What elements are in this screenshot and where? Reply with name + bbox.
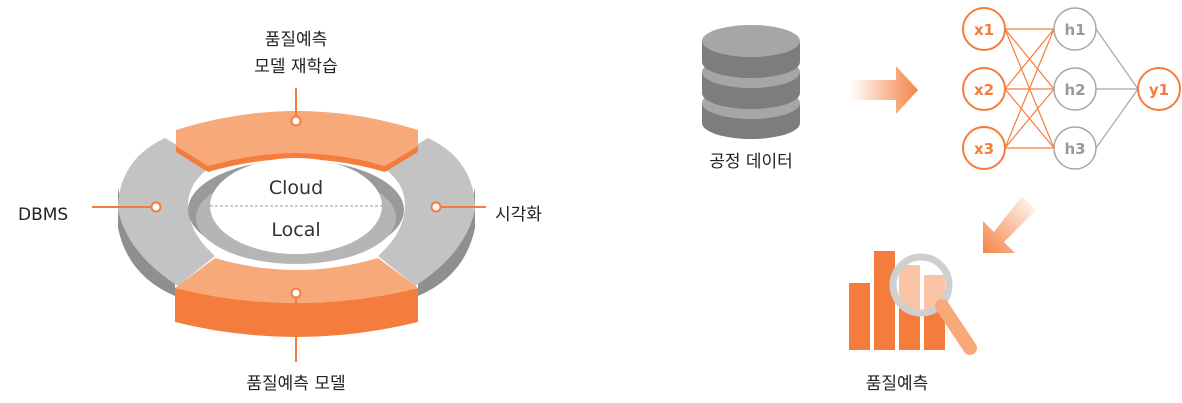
input-node-x1 <box>962 7 1006 51</box>
top-connector-dot <box>290 115 302 127</box>
magnifier-lens <box>889 253 953 317</box>
top-label-line1: 품질예측 <box>265 30 328 50</box>
hidden-node-h1 <box>1053 7 1097 51</box>
left-label: DBMS <box>18 205 68 225</box>
input-node-x3 <box>962 126 1006 170</box>
hidden-node-h3 <box>1053 126 1097 170</box>
ring-right-segment <box>378 138 475 286</box>
database-icon <box>702 25 800 139</box>
hidden-node-h2-label: h2 <box>1064 81 1085 99</box>
right-connector-dot <box>430 201 442 213</box>
input-node-x2 <box>962 67 1006 111</box>
prediction-label: 품질예측 <box>866 374 929 394</box>
right-label: 시각화 <box>495 205 542 225</box>
ring-top-segment <box>176 111 418 166</box>
ring-diagram: Cloud Local 품질예측 모델 재학습 DBMS 시각화 품질예측 모델 <box>18 30 542 394</box>
left-connector-dot <box>150 201 162 213</box>
input-node-x2-label: x2 <box>974 81 994 99</box>
bottom-label: 품질예측 모델 <box>246 374 345 394</box>
top-label-line2: 모델 재학습 <box>254 57 338 77</box>
input-node-x1-label: x1 <box>974 21 994 39</box>
arrow-right-icon <box>850 66 918 114</box>
hidden-node-h2 <box>1053 67 1097 111</box>
prediction-chart-icon <box>849 251 977 355</box>
ring-bottom-segment <box>175 258 418 303</box>
output-node-y1-label: y1 <box>1149 81 1169 99</box>
output-node-y1 <box>1137 67 1181 111</box>
bottom-connector-dot <box>290 287 302 299</box>
input-node-x3-label: x3 <box>974 140 994 158</box>
ring-left-segment <box>118 138 215 286</box>
arrow-down-left-icon <box>983 196 1036 253</box>
center-local-label: Local <box>271 219 320 241</box>
hidden-node-h1-label: h1 <box>1064 21 1085 39</box>
magnifier-handle <box>935 299 977 355</box>
neural-network: x1 x2 x3 h1 h2 h3 y1 <box>962 7 1181 170</box>
center-cloud-label: Cloud <box>269 177 323 199</box>
database-label: 공정 데이터 <box>709 152 793 172</box>
hidden-node-h3-label: h3 <box>1064 140 1085 158</box>
